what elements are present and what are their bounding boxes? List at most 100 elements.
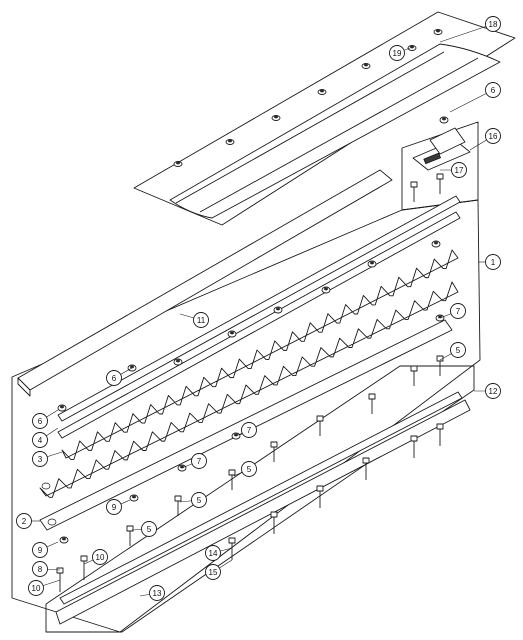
callout-label: 5: [147, 525, 152, 534]
callout-c5b: 5: [233, 461, 257, 477]
blade-cover: [169, 43, 501, 219]
blade-stack: [17, 169, 461, 531]
callout-c14: 14: [205, 545, 233, 561]
callout-label: 5: [456, 346, 461, 355]
hex-nut: [57, 404, 67, 412]
callout-c6a: 6: [449, 82, 501, 113]
callout-label: 5: [197, 496, 202, 505]
screw: [316, 415, 324, 436]
screw: [56, 567, 64, 592]
callout-c8: 8: [32, 561, 61, 577]
callout-c10b: 10: [28, 579, 61, 596]
lower-guard-frame: [45, 365, 475, 633]
hex-nut: [273, 306, 283, 314]
blade2-hole: [41, 482, 51, 490]
upper-blade-3: [61, 249, 459, 460]
hardware: [56, 116, 449, 592]
callout-label: 18: [489, 20, 498, 29]
callout-c6c: 6: [32, 409, 59, 429]
screw: [362, 457, 370, 480]
hex-nut: [367, 260, 377, 268]
spacer-plate-4b: [57, 211, 461, 439]
callout-label: 5: [247, 465, 252, 474]
cover-nut: [225, 139, 235, 145]
callout-label: 2: [22, 517, 27, 526]
cover-nut: [271, 115, 281, 121]
callout-c6b: 6: [106, 367, 133, 386]
callout-c16: 16: [469, 128, 501, 151]
callout-c5d: 5: [131, 521, 157, 537]
callout-label: 12: [489, 387, 498, 396]
callout-label: 4: [38, 436, 43, 445]
hex-nut: [227, 330, 237, 338]
screw: [228, 469, 236, 490]
callout-label: 14: [209, 549, 218, 558]
bracket-slot: [423, 152, 442, 165]
callout-c17: 17: [440, 162, 467, 178]
lower-blade-2: [39, 281, 459, 498]
callout-c2: 2: [16, 513, 40, 529]
slot-plate-hole: [47, 518, 57, 526]
guard-bar-11-face: [17, 377, 31, 397]
callout-label: 6: [491, 86, 496, 95]
callout-c18: 18: [439, 16, 501, 43]
screw: [368, 393, 376, 414]
callout-c1: 1: [478, 254, 501, 270]
callout-label: 6: [38, 417, 43, 426]
callout-label: 16: [489, 132, 498, 141]
bracket-tab: [429, 127, 466, 155]
callout-c13: 13: [139, 585, 165, 601]
cover-nut: [173, 161, 183, 167]
bracket-screw-b-head: [436, 173, 444, 180]
callout-label: 17: [455, 166, 464, 175]
callout-label: 19: [393, 49, 402, 58]
callout-c11: 11: [179, 312, 209, 328]
blade-cover-group: [133, 11, 516, 226]
callout-label: 9: [38, 546, 43, 555]
callout-c4: 4: [32, 427, 59, 448]
callout-label: 6: [112, 374, 117, 383]
callout-c9b: 9: [32, 541, 59, 558]
blade-cover-fold: [175, 51, 445, 204]
callout-c5a: 5: [439, 342, 466, 361]
screw: [126, 525, 134, 546]
callout-c19: 19: [389, 45, 411, 61]
hex-nut: [431, 240, 441, 248]
hex-nut: [321, 286, 331, 294]
callout-c12: 12: [474, 383, 501, 399]
guard-rail-12: [59, 391, 463, 605]
callout-label: 3: [38, 455, 43, 464]
hex-nut: [173, 358, 183, 366]
screw: [410, 435, 418, 458]
cover-nut: [407, 45, 417, 51]
hex-nut: [439, 116, 449, 124]
hex-nut: [59, 536, 69, 544]
callout-label: 7: [247, 426, 252, 435]
hex-nut: [129, 494, 139, 502]
screw: [270, 441, 278, 462]
callout-c7a: 7: [439, 303, 466, 319]
callout-label: 1: [491, 258, 496, 267]
screw: [410, 365, 418, 386]
blade-cover-rim: [199, 57, 479, 213]
callout-label: 11: [197, 316, 206, 325]
callout-label: 7: [197, 457, 202, 466]
screw: [80, 555, 88, 580]
callout-c10a: 10: [83, 549, 108, 565]
callout-label: 8: [38, 565, 43, 574]
callout-label: 9: [112, 503, 117, 512]
callout-c15: 15: [205, 559, 233, 580]
guard-rail-13: [55, 399, 471, 625]
screw: [270, 511, 278, 534]
screw: [174, 495, 182, 516]
callout-label: 7: [456, 307, 461, 316]
callout-c7b: 7: [235, 422, 257, 438]
callout-c5c: 5: [179, 492, 207, 508]
screw: [436, 423, 444, 446]
callout-c9a: 9: [106, 499, 131, 515]
callout-label: 13: [153, 589, 162, 598]
cover-nut: [317, 89, 327, 95]
callout-label: 10: [32, 584, 41, 593]
callout-c3: 3: [32, 451, 63, 467]
